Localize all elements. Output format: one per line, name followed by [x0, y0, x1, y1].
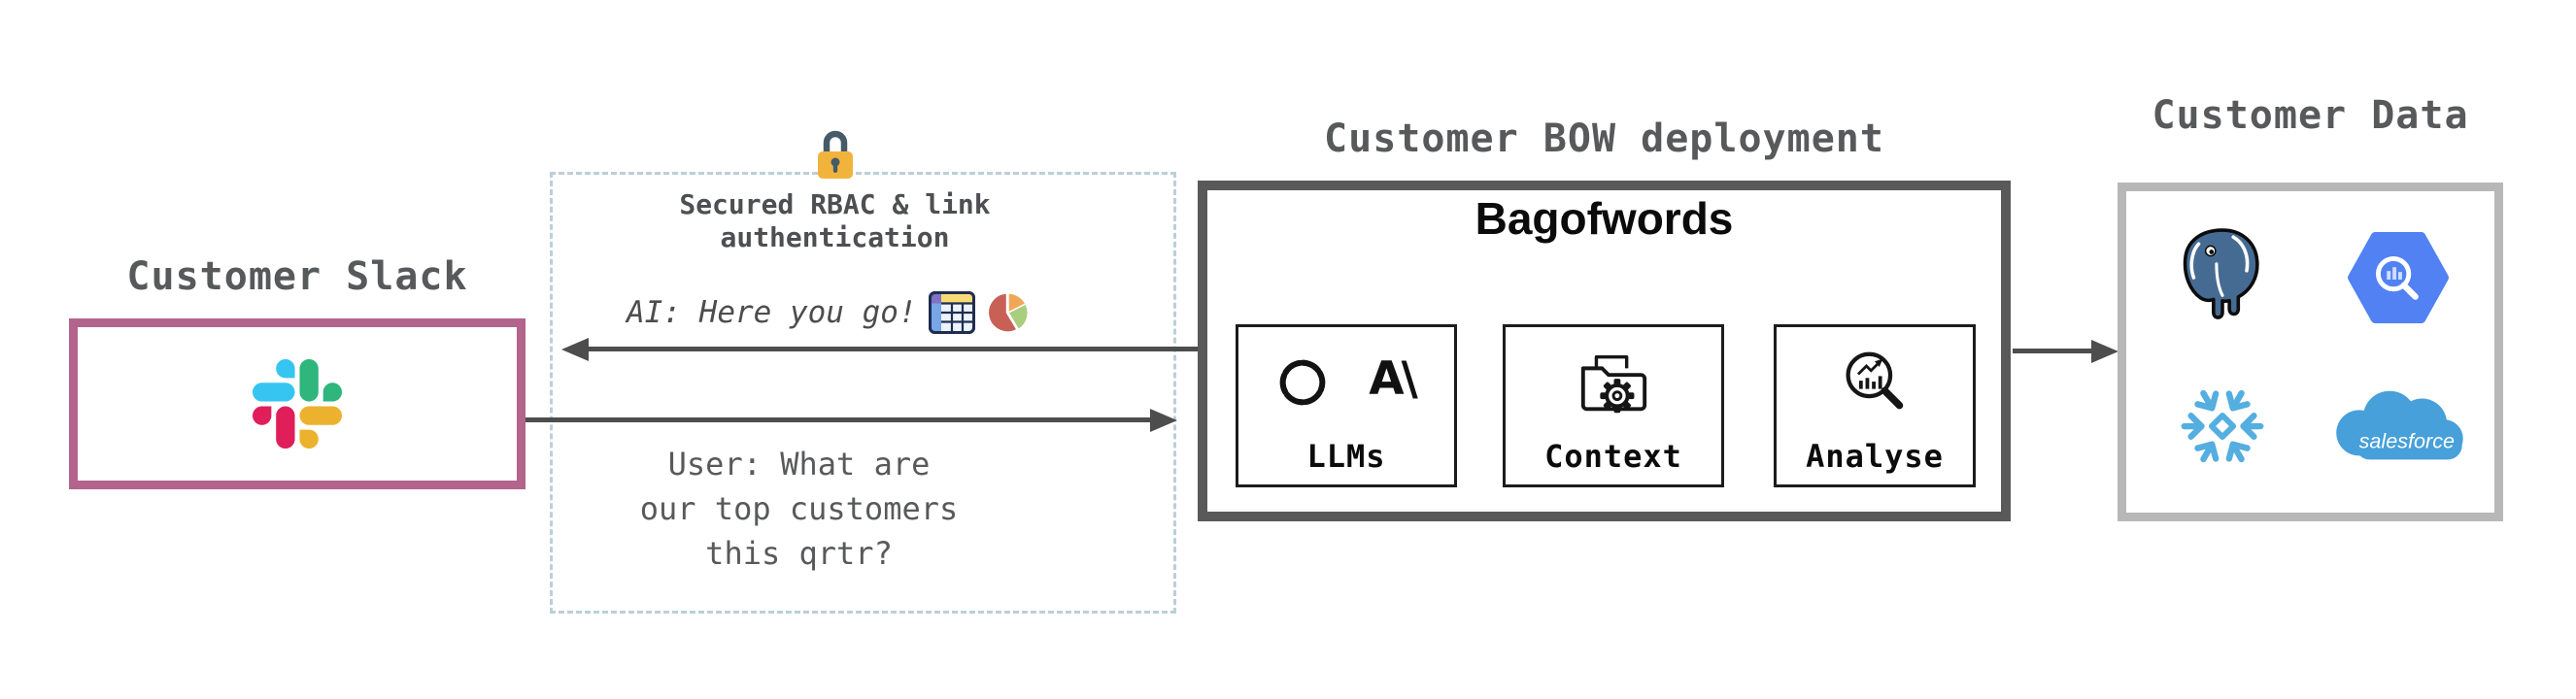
module-analyse: Analyse: [1774, 324, 1976, 487]
anthropic-logo-icon: A\: [1369, 351, 1418, 406]
postgresql-logo: [2183, 228, 2259, 319]
user-message-text: User: What are our top customers this qr…: [602, 442, 996, 576]
salesforce-wordmark: salesforce: [2359, 429, 2455, 453]
context-icons: [1506, 327, 1721, 438]
user-message-line3: this qrtr?: [705, 535, 893, 572]
magnifier-chart-icon: [1846, 351, 1904, 410]
salesforce-logo: salesforce: [2336, 390, 2463, 460]
analyse-icons: [1777, 327, 1973, 438]
user-question-arrow-line: [525, 417, 1153, 422]
folder-gear-icon: [1580, 354, 1647, 414]
customer-data-title: Customer Data: [2152, 93, 2469, 138]
bigquery-logo: [2348, 231, 2450, 323]
ai-message-row: AI: Here you go!: [627, 289, 1030, 336]
secured-rbac-line2: authentication: [720, 221, 950, 253]
ai-reply-arrow-line: [585, 347, 1198, 351]
secured-rbac-label: Secured RBAC & link authentication: [653, 188, 1017, 254]
ai-reply-arrowhead-icon: [561, 338, 589, 361]
bagofwords-product-name: Bagofwords: [1474, 193, 1734, 244]
user-message-line1: User: What are: [667, 446, 931, 483]
module-llms-label: LLMs: [1306, 438, 1386, 475]
spreadsheet-icon: [928, 291, 975, 334]
customer-slack-box: [69, 318, 525, 489]
bow-to-data-arrow-line: [2013, 349, 2094, 353]
user-question-arrowhead-icon: [1150, 409, 1177, 432]
ai-message-text: AI: Here you go!: [627, 295, 917, 330]
module-analyse-label: Analyse: [1806, 438, 1944, 475]
snowflake-logo: [2181, 390, 2264, 463]
secure-zone-box: [550, 172, 1176, 614]
customer-data-box: salesforce: [2118, 183, 2503, 521]
llms-icons: A\: [1238, 327, 1454, 438]
lock-icon: [818, 130, 853, 179]
secured-rbac-line1: Secured RBAC & link: [679, 188, 991, 220]
module-llms: A\ LLMs: [1236, 324, 1457, 487]
bow-deployment-title: Customer BOW deployment: [1324, 116, 1884, 161]
user-message-line2: our top customers: [639, 490, 959, 527]
bow-to-data-arrowhead-icon: [2091, 340, 2118, 363]
pie-chart-icon: [987, 292, 1029, 333]
slack-logo-icon: [253, 359, 342, 449]
module-context: Context: [1503, 324, 1724, 487]
openai-logo-icon: [1279, 359, 1326, 406]
customer-slack-title: Customer Slack: [126, 254, 468, 299]
module-context-label: Context: [1544, 438, 1682, 475]
